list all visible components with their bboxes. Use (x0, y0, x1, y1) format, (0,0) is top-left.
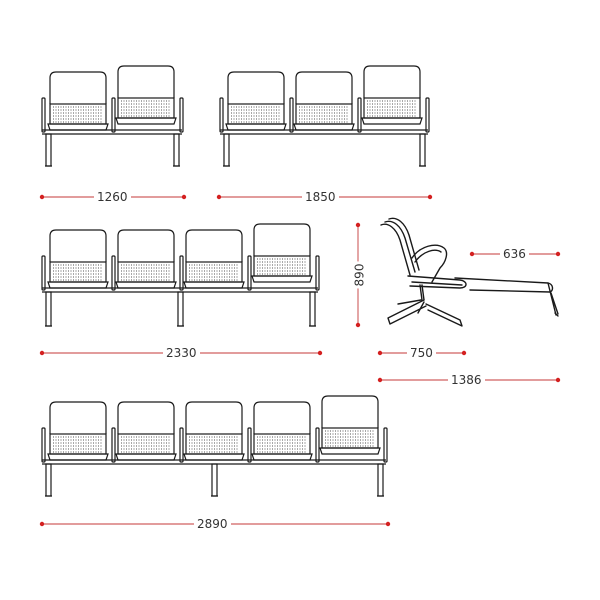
seat-front (115, 117, 177, 125)
seat-front (251, 275, 313, 283)
seat-backrest (49, 229, 107, 262)
armrest (179, 427, 184, 463)
bench-leg (211, 463, 218, 497)
seat-backrest (321, 395, 379, 428)
armrest (357, 97, 362, 133)
dim-depth-extended: 1386 (448, 373, 485, 387)
seat-front (183, 281, 245, 289)
side-view-chair (380, 217, 559, 327)
armrest (41, 255, 46, 291)
bench-leg (419, 133, 426, 167)
seat-front (47, 281, 109, 289)
seat-front (361, 117, 423, 125)
dim-two-seat-width: 1260 (94, 190, 131, 204)
armrest (41, 97, 46, 133)
seat-backrest (363, 65, 421, 98)
bench-5-seats (41, 395, 388, 497)
bench-leg (45, 291, 52, 327)
seat-backrest (253, 223, 311, 256)
seat-front (47, 453, 109, 461)
bench-leg (45, 133, 52, 167)
armrest (179, 97, 184, 133)
dim-seat-depth: 636 (500, 247, 529, 261)
armrest (315, 427, 320, 463)
seat-front (115, 453, 177, 461)
bench-leg (377, 463, 384, 497)
seat-backrest (49, 71, 107, 104)
armrest (247, 427, 252, 463)
dim-five-seat-width: 2890 (194, 517, 231, 531)
armrest (289, 97, 294, 133)
seat-front (47, 123, 109, 131)
seat-front (115, 281, 177, 289)
armrest (41, 427, 46, 463)
seat-front (293, 123, 355, 131)
bench-4-seats (41, 223, 320, 327)
seat-backrest (117, 229, 175, 262)
armrest (315, 255, 320, 291)
armrest (111, 427, 116, 463)
bench-leg (177, 291, 184, 327)
armrest (219, 97, 224, 133)
dim-depth: 750 (407, 346, 436, 360)
dim-four-seat-width: 2330 (163, 346, 200, 360)
bench-leg (223, 133, 230, 167)
seat-backrest (117, 65, 175, 98)
seat-front (251, 453, 313, 461)
seat-backrest (49, 401, 107, 434)
armrest (179, 255, 184, 291)
seat-front (183, 453, 245, 461)
bench-2-seats (41, 65, 184, 167)
seat-backrest (117, 401, 175, 434)
dim-three-seat-width: 1850 (302, 190, 339, 204)
armrest (425, 97, 430, 133)
seat-backrest (253, 401, 311, 434)
bench-leg (173, 133, 180, 167)
seat-front (225, 123, 287, 131)
bench-leg (45, 463, 52, 497)
seat-front (319, 447, 381, 455)
dim-height: 890 (352, 261, 367, 289)
armrest (111, 97, 116, 133)
armrest (111, 255, 116, 291)
armrest (383, 427, 388, 463)
bench-3-seats (219, 65, 430, 167)
bench-leg (309, 291, 316, 327)
seat-backrest (185, 401, 243, 434)
seat-backrest (295, 71, 353, 104)
seat-backrest (227, 71, 285, 104)
armrest (247, 255, 252, 291)
seat-backrest (185, 229, 243, 262)
